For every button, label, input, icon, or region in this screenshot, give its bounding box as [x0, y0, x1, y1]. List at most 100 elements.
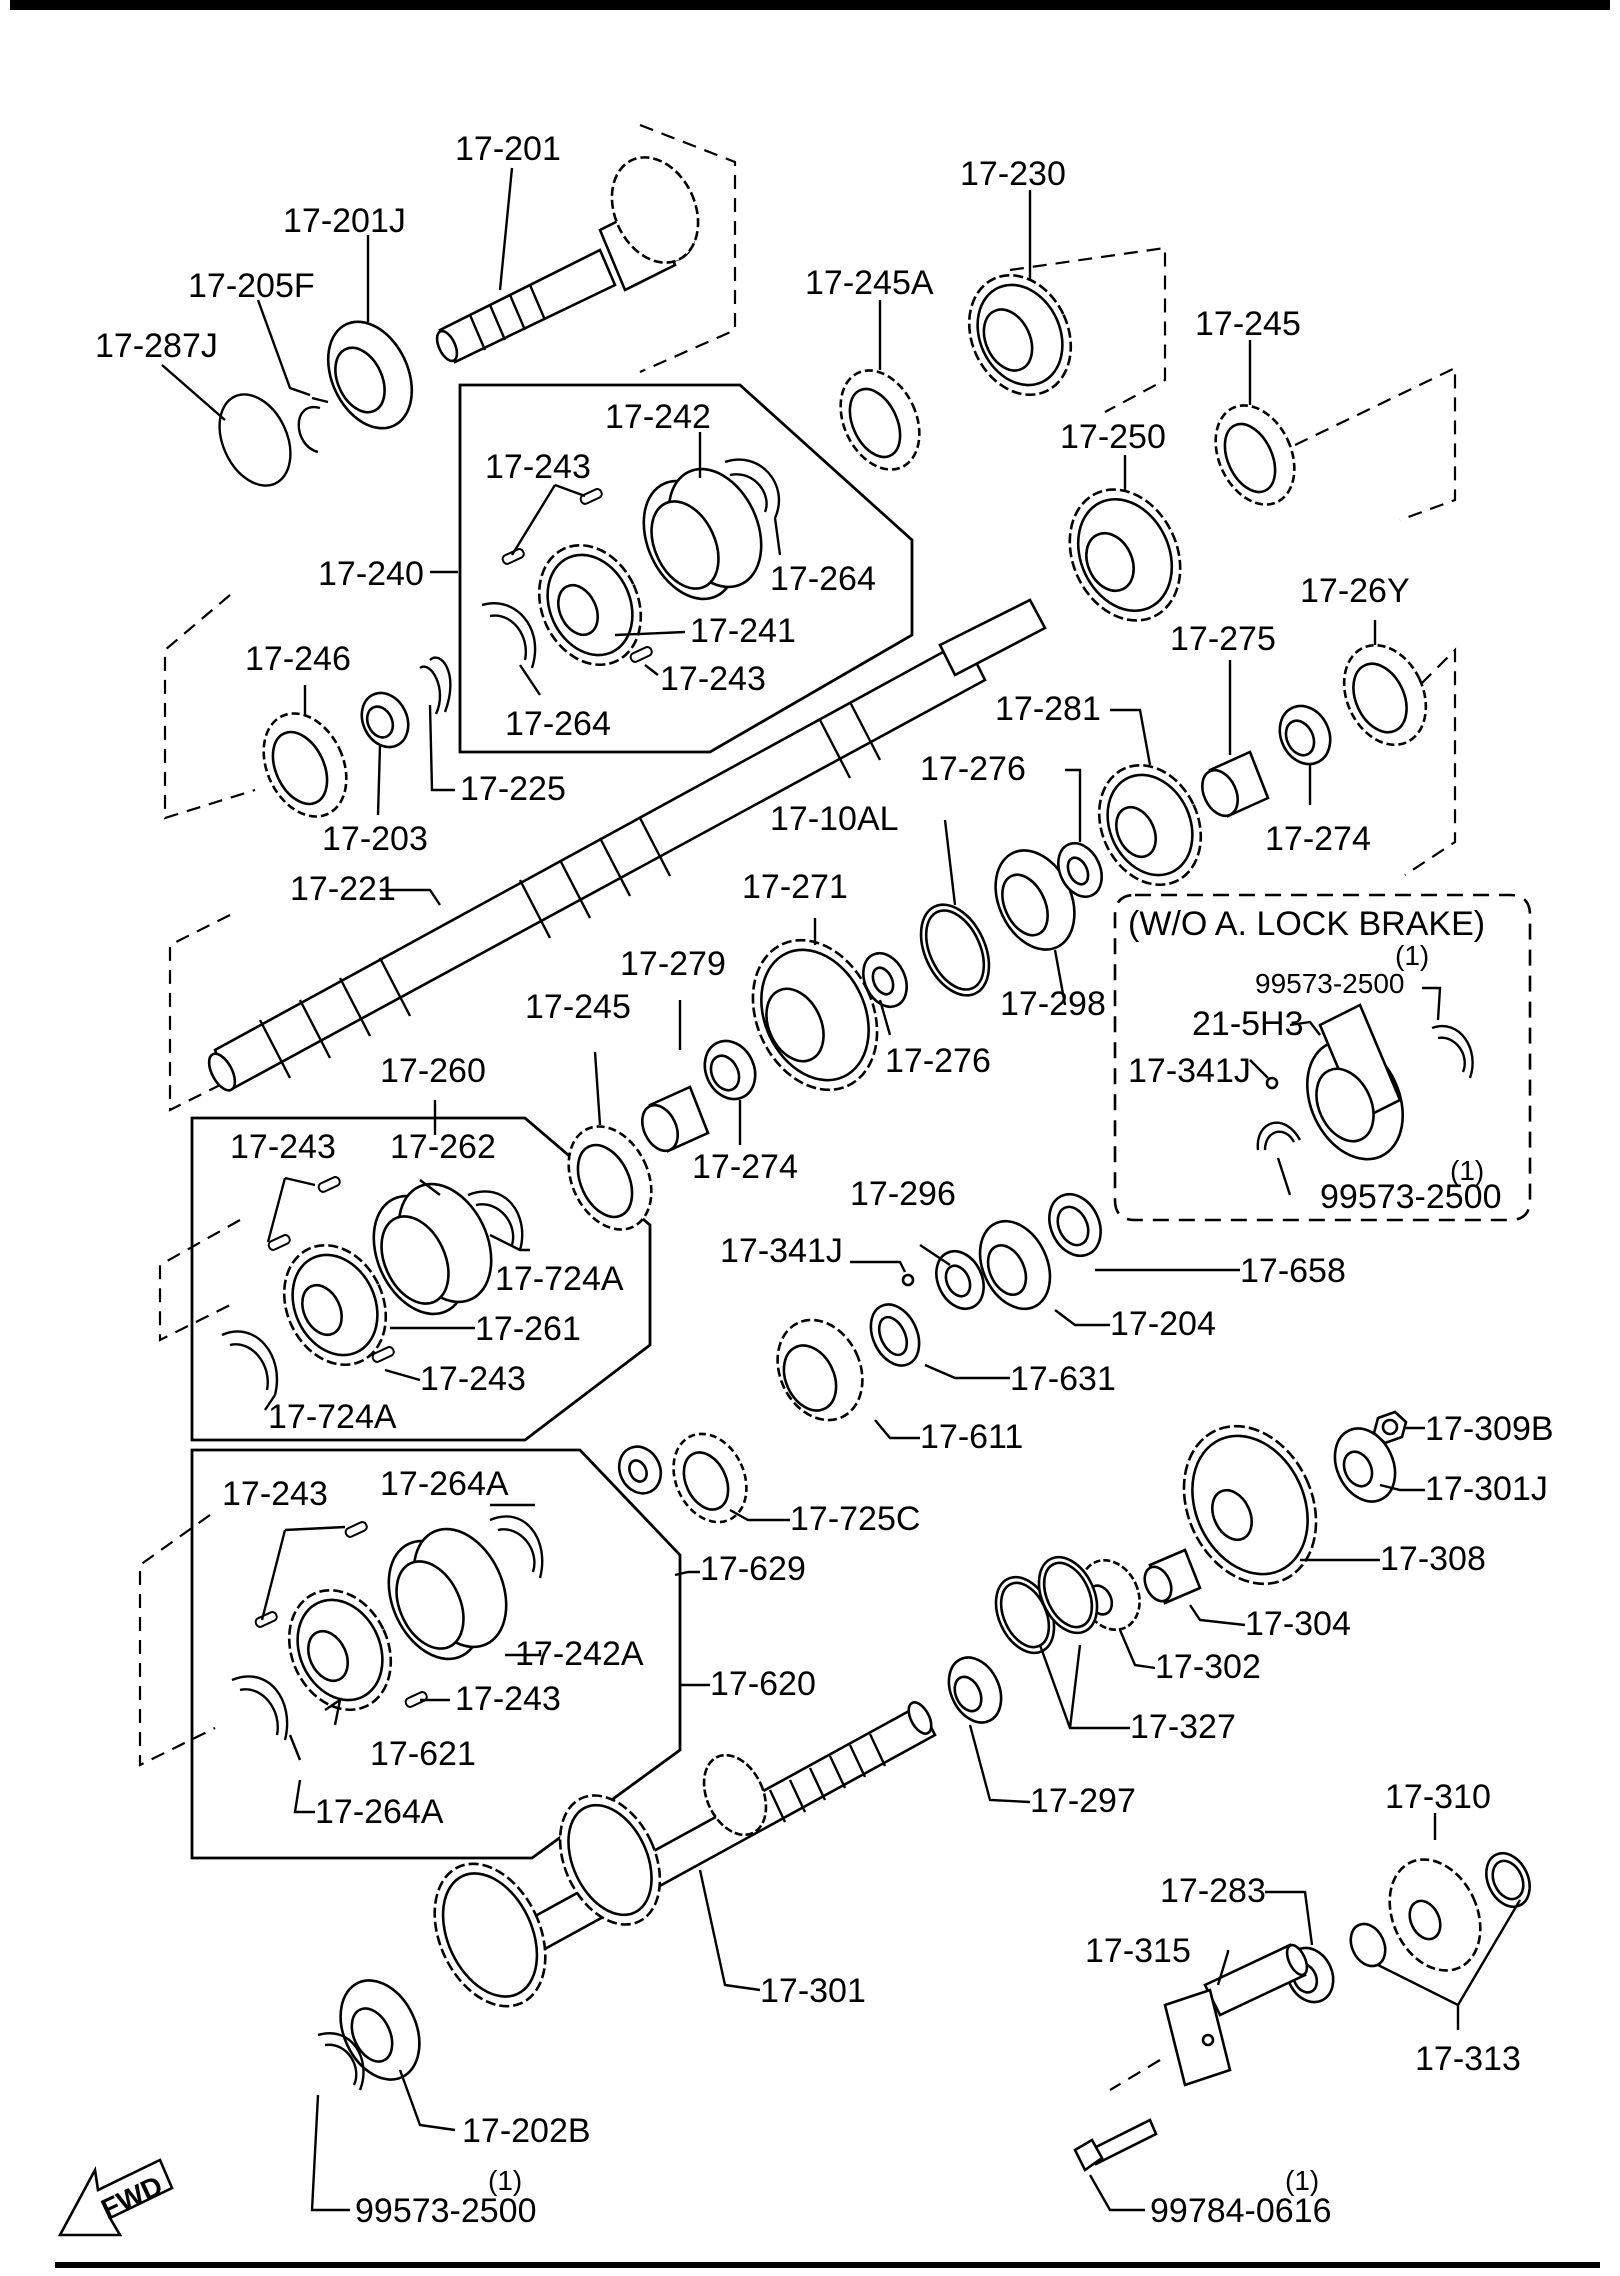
label-17-243-c: 17-243 [230, 1128, 336, 1166]
label-17-341J-a: 17-341J [720, 1232, 843, 1270]
label-17-341J-inset: 17-341J [1128, 1052, 1251, 1090]
label-17-243-b: 17-243 [660, 660, 766, 698]
inset-qty-2: (1) [1450, 1155, 1484, 1186]
inset-labels: (W/O A. LOCK BRAKE) (1) 99573-2500 21-5H… [1128, 905, 1502, 1216]
label-17-301J: 17-301J [1425, 1470, 1548, 1508]
label-17-313: 17-313 [1415, 2040, 1521, 2078]
label-21-5H3: 21-5H3 [1192, 1005, 1304, 1043]
label-17-276-a: 17-276 [920, 750, 1026, 788]
snap-rings [218, 393, 1474, 2091]
label-17-261: 17-261 [475, 1310, 581, 1348]
leader-lines [161, 167, 1522, 2212]
label-17-264-a: 17-264 [770, 560, 876, 598]
label-17-327: 17-327 [1130, 1708, 1236, 1746]
inset-qty-1: (1) [1395, 940, 1429, 971]
label-17-301: 17-301 [760, 1972, 866, 2010]
label-17-315: 17-315 [1085, 1932, 1191, 1970]
inset-parts [1305, 1003, 1405, 1161]
label-17-611: 17-611 [920, 1418, 1023, 1456]
gears [282, 156, 1482, 2008]
synchro-rings [262, 369, 1428, 1524]
label-17-296: 17-296 [850, 1175, 956, 1213]
label-99573-2500-bottom: 99573-2500 [355, 2192, 537, 2230]
label-17-245A: 17-245A [805, 264, 934, 302]
label-17-243-d: 17-243 [420, 1360, 526, 1398]
label-17-221: 17-221 [290, 870, 396, 908]
part-labels: 17-201 17-201J 17-205F 17-287J 17-230 17… [95, 130, 1554, 2230]
label-17-203: 17-203 [322, 820, 428, 858]
label-17-26Y: 17-26Y [1300, 572, 1410, 610]
fwd-arrow-icon: FWD [57, 2158, 174, 2237]
label-17-658: 17-658 [1240, 1252, 1346, 1290]
label-17-621: 17-621 [370, 1735, 476, 1773]
bottom-border [55, 2262, 1600, 2268]
label-17-283: 17-283 [1160, 1872, 1266, 1910]
label-17-309B: 17-309B [1425, 1410, 1554, 1448]
top-border [10, 0, 1610, 10]
label-17-246: 17-246 [245, 640, 351, 678]
label-17-279: 17-279 [620, 945, 726, 983]
label-17-243-e: 17-243 [222, 1475, 328, 1513]
label-17-281: 17-281 [995, 690, 1101, 728]
label-qty-bottom-2: (1) [1285, 2165, 1319, 2196]
label-17-240: 17-240 [318, 555, 424, 593]
sleeves [372, 467, 763, 1661]
label-17-245-top: 17-245 [1195, 305, 1301, 343]
inset-title: (W/O A. LOCK BRAKE) [1128, 905, 1485, 943]
label-17-10AL: 17-10AL [770, 800, 899, 838]
label-17-264A-b: 17-264A [315, 1793, 444, 1831]
label-17-274-b: 17-274 [692, 1148, 798, 1186]
label-17-310: 17-310 [1385, 1778, 1491, 1816]
label-17-274-a: 17-274 [1265, 820, 1371, 858]
group-box-17-260 [190, 1116, 652, 1442]
label-17-243-a: 17-243 [485, 448, 591, 486]
shaft-17-221 [207, 598, 1047, 1092]
label-17-241: 17-241 [690, 612, 796, 650]
label-17-302: 17-302 [1155, 1648, 1261, 1686]
label-17-629: 17-629 [700, 1550, 806, 1588]
label-17-620: 17-620 [710, 1665, 816, 1703]
label-17-204: 17-204 [1110, 1305, 1216, 1343]
label-99573-2500-inset-a: 99573-2500 [1255, 968, 1404, 999]
label-17-297: 17-297 [1030, 1782, 1136, 1820]
label-17-262: 17-262 [390, 1128, 496, 1166]
label-17-271: 17-271 [742, 868, 848, 906]
label-17-275: 17-275 [1170, 620, 1276, 658]
label-17-201: 17-201 [455, 130, 561, 168]
label-17-725C: 17-725C [790, 1500, 920, 1538]
bearings [326, 320, 1397, 2081]
dashed-guides [138, 123, 1457, 2091]
label-17-201J: 17-201J [283, 202, 406, 240]
label-qty-bottom-1: (1) [488, 2165, 522, 2196]
synchro-keys [254, 488, 653, 1708]
group-box-17-240 [458, 383, 914, 754]
label-17-724A-b: 17-724A [268, 1398, 397, 1436]
label-17-205F: 17-205F [188, 267, 315, 305]
label-17-245-mid: 17-245 [525, 988, 631, 1026]
label-17-260: 17-260 [380, 1052, 486, 1090]
label-17-276-b: 17-276 [885, 1042, 991, 1080]
label-17-304: 17-304 [1245, 1605, 1351, 1643]
label-17-724A-a: 17-724A [495, 1260, 624, 1298]
label-17-242A: 17-242A [515, 1635, 644, 1673]
label-17-242: 17-242 [605, 398, 711, 436]
label-17-225: 17-225 [460, 770, 566, 808]
label-99573-2500-inset-b: 99573-2500 [1320, 1178, 1502, 1216]
label-17-202B: 17-202B [462, 2112, 591, 2150]
label-17-287J: 17-287J [95, 327, 218, 365]
inset-box-lock-brake [1113, 893, 1532, 1222]
label-17-250: 17-250 [1060, 418, 1166, 456]
bushings [641, 750, 1270, 1605]
label-17-243-f: 17-243 [455, 1680, 561, 1718]
label-99784-0616: 99784-0616 [1150, 2192, 1332, 2230]
label-17-631: 17-631 [1010, 1360, 1116, 1398]
label-17-264A-a: 17-264A [380, 1465, 509, 1503]
label-17-230: 17-230 [960, 155, 1066, 193]
washers [617, 841, 1531, 1968]
reverse-idler-shaft [1073, 1943, 1309, 2172]
label-17-264-b: 17-264 [505, 705, 611, 743]
group-box-17-620 [190, 1448, 682, 1860]
label-17-308: 17-308 [1380, 1540, 1486, 1578]
